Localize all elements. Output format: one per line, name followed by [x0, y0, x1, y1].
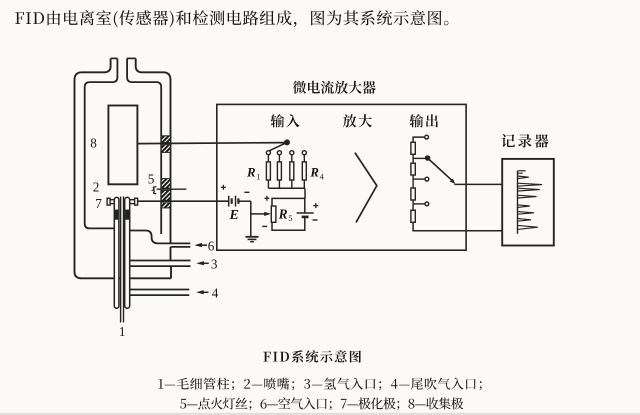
svg-text:R: R: [278, 206, 288, 221]
svg-text:2: 2: [93, 180, 100, 195]
svg-text:4: 4: [212, 286, 219, 301]
svg-text:1: 1: [119, 324, 126, 339]
svg-text:5: 5: [288, 213, 292, 223]
svg-text:E: E: [229, 208, 239, 223]
svg-text:1: 1: [256, 172, 260, 181]
svg-text:7: 7: [95, 196, 102, 211]
svg-text:R: R: [246, 166, 256, 180]
svg-text:6: 6: [208, 238, 215, 253]
svg-text:5: 5: [148, 171, 155, 186]
svg-text:3: 3: [211, 257, 218, 272]
svg-text:8: 8: [90, 136, 97, 151]
svg-text:4: 4: [320, 172, 324, 181]
svg-text:R: R: [309, 166, 319, 180]
